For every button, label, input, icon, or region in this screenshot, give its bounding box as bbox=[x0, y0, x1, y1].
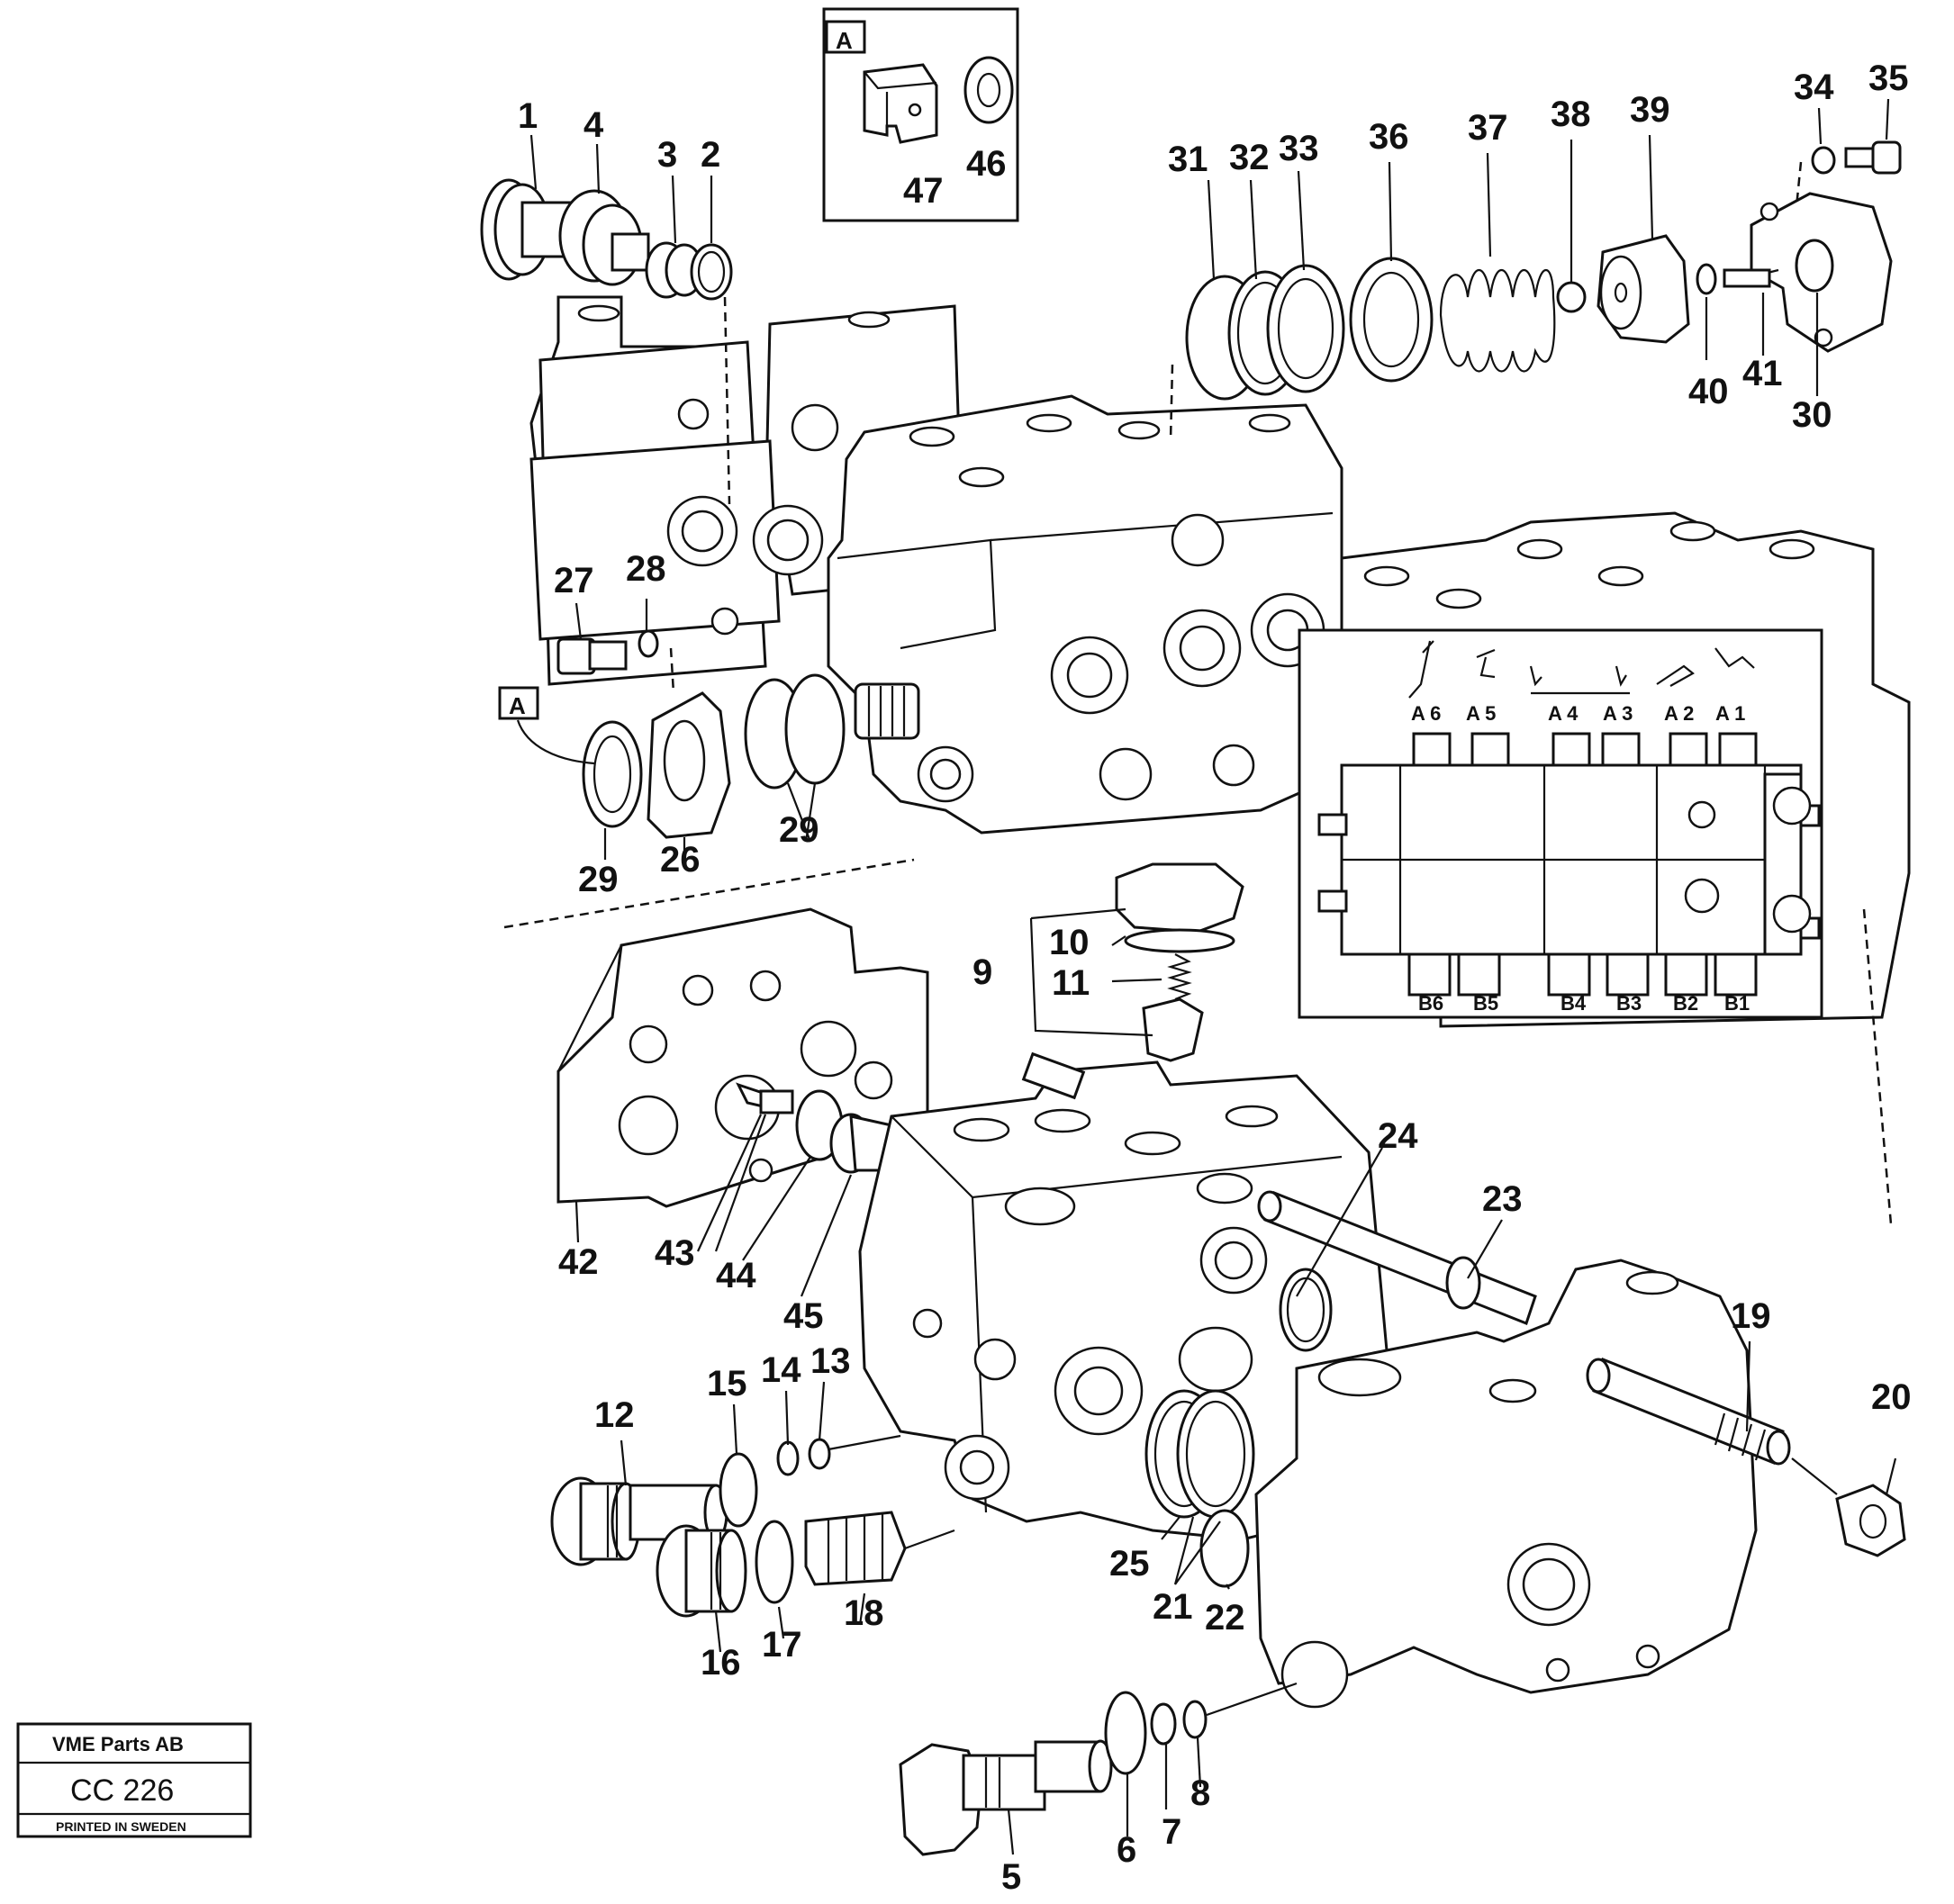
callout-8: 8 bbox=[1190, 1773, 1210, 1813]
valve-overview-inset: A 6 A 5 A 4 A 3 A 2 A 1 B6 B5 B4 B3 B2 B… bbox=[1298, 628, 1823, 1019]
callout-32: 32 bbox=[1229, 138, 1270, 177]
inset-label-b1: B1 bbox=[1724, 992, 1750, 1015]
detail-a-box bbox=[822, 7, 1019, 222]
callout-35: 35 bbox=[1868, 59, 1909, 98]
end-plate bbox=[556, 907, 929, 1208]
callout-33: 33 bbox=[1279, 129, 1319, 168]
seal-rings-center bbox=[1144, 1389, 1255, 1588]
callout-22: 22 bbox=[1205, 1598, 1245, 1638]
lower-valve-block bbox=[858, 1051, 1389, 1541]
callout-14: 14 bbox=[761, 1350, 801, 1390]
inset-label-a2: A 2 bbox=[1664, 702, 1694, 725]
inset-label-a6: A 6 bbox=[1411, 702, 1441, 725]
callout-24: 24 bbox=[1378, 1116, 1418, 1156]
spool-bottoms bbox=[1407, 952, 1758, 997]
callout-28: 28 bbox=[626, 549, 666, 589]
inset-label-a5: A 5 bbox=[1466, 702, 1496, 725]
stamp-company: VME Parts AB bbox=[52, 1733, 184, 1755]
callout-2: 2 bbox=[701, 135, 720, 175]
inset-label-b3: B3 bbox=[1616, 992, 1642, 1015]
callout-11: 11 bbox=[1052, 963, 1090, 1003]
detail-a-reference-letter: A bbox=[509, 692, 526, 719]
callout-3: 3 bbox=[657, 135, 677, 175]
callout-20: 20 bbox=[1871, 1377, 1912, 1417]
callout-26: 26 bbox=[660, 840, 701, 880]
callout-21: 21 bbox=[1153, 1587, 1193, 1627]
callout-45: 45 bbox=[783, 1296, 824, 1336]
callout-16: 16 bbox=[701, 1643, 741, 1683]
callout-47: 47 bbox=[903, 171, 944, 211]
callout-10: 10 bbox=[1049, 923, 1090, 962]
callout-41: 41 bbox=[1742, 354, 1783, 393]
inset-label-b6: B6 bbox=[1418, 992, 1443, 1015]
callout-7: 7 bbox=[1162, 1812, 1181, 1852]
callout-18: 18 bbox=[844, 1593, 884, 1633]
callout-42: 42 bbox=[558, 1242, 599, 1282]
callout-43: 43 bbox=[655, 1233, 695, 1273]
callout-numbers: 1 4 3 2 47 46 31 32 33 36 37 38 39 34 35… bbox=[509, 27, 1912, 1897]
upper-valve-block-left bbox=[529, 295, 965, 686]
callout-13: 13 bbox=[810, 1341, 851, 1381]
callout-34: 34 bbox=[1794, 68, 1834, 107]
callout-38: 38 bbox=[1551, 95, 1591, 134]
callout-27: 27 bbox=[554, 561, 594, 600]
detail-a-letter: A bbox=[836, 27, 853, 54]
callout-19: 19 bbox=[1731, 1296, 1771, 1336]
relief-plug bbox=[1029, 862, 1244, 1062]
callout-46: 46 bbox=[966, 144, 1007, 184]
inset-label-b5: B5 bbox=[1473, 992, 1498, 1015]
callout-40: 40 bbox=[1688, 372, 1729, 411]
callout-1: 1 bbox=[518, 96, 538, 136]
callout-29-left: 29 bbox=[578, 860, 619, 899]
lower-valve-block-right bbox=[1254, 1259, 1758, 1709]
inset-label-a4: A 4 bbox=[1548, 702, 1579, 725]
callout-4: 4 bbox=[583, 105, 604, 145]
callout-6: 6 bbox=[1117, 1830, 1136, 1870]
cap-plug-assembly bbox=[480, 178, 733, 505]
callout-17: 17 bbox=[762, 1625, 802, 1665]
inset-label-a1: A 1 bbox=[1715, 702, 1745, 725]
callout-15: 15 bbox=[707, 1364, 747, 1403]
stamp-footer: PRINTED IN SWEDEN bbox=[56, 1819, 186, 1834]
upper-valve-block-middle bbox=[827, 394, 1343, 835]
inset-label-b4: B4 bbox=[1560, 992, 1587, 1015]
callout-23: 23 bbox=[1482, 1179, 1523, 1219]
callout-9: 9 bbox=[972, 952, 992, 992]
callout-5: 5 bbox=[1001, 1857, 1021, 1897]
callout-29-right: 29 bbox=[779, 810, 819, 850]
spring-cap-assembly bbox=[1169, 140, 1902, 442]
callout-31: 31 bbox=[1168, 140, 1208, 179]
leader-lines bbox=[529, 98, 1897, 1855]
tie-rods bbox=[1257, 1190, 1906, 1557]
dashed-connector bbox=[1862, 908, 1893, 1225]
callout-39: 39 bbox=[1630, 90, 1670, 130]
inset-label-a3: A 3 bbox=[1603, 702, 1633, 725]
callout-36: 36 bbox=[1369, 117, 1409, 157]
seal-plate-assembly bbox=[498, 629, 846, 839]
inset-label-b2: B2 bbox=[1673, 992, 1698, 1015]
plug-assemblies bbox=[550, 1434, 955, 1618]
callout-25: 25 bbox=[1109, 1544, 1150, 1584]
callout-44: 44 bbox=[716, 1256, 756, 1295]
callout-37: 37 bbox=[1468, 108, 1508, 148]
bottom-plug-assembly bbox=[899, 1682, 1298, 1856]
stamp-code: CC 226 bbox=[70, 1773, 174, 1808]
callout-12: 12 bbox=[594, 1395, 635, 1435]
callout-30: 30 bbox=[1792, 395, 1832, 435]
spool-tops bbox=[1412, 732, 1758, 767]
title-stamp: VME Parts AB CC 226 PRINTED IN SWEDEN bbox=[16, 1722, 252, 1838]
